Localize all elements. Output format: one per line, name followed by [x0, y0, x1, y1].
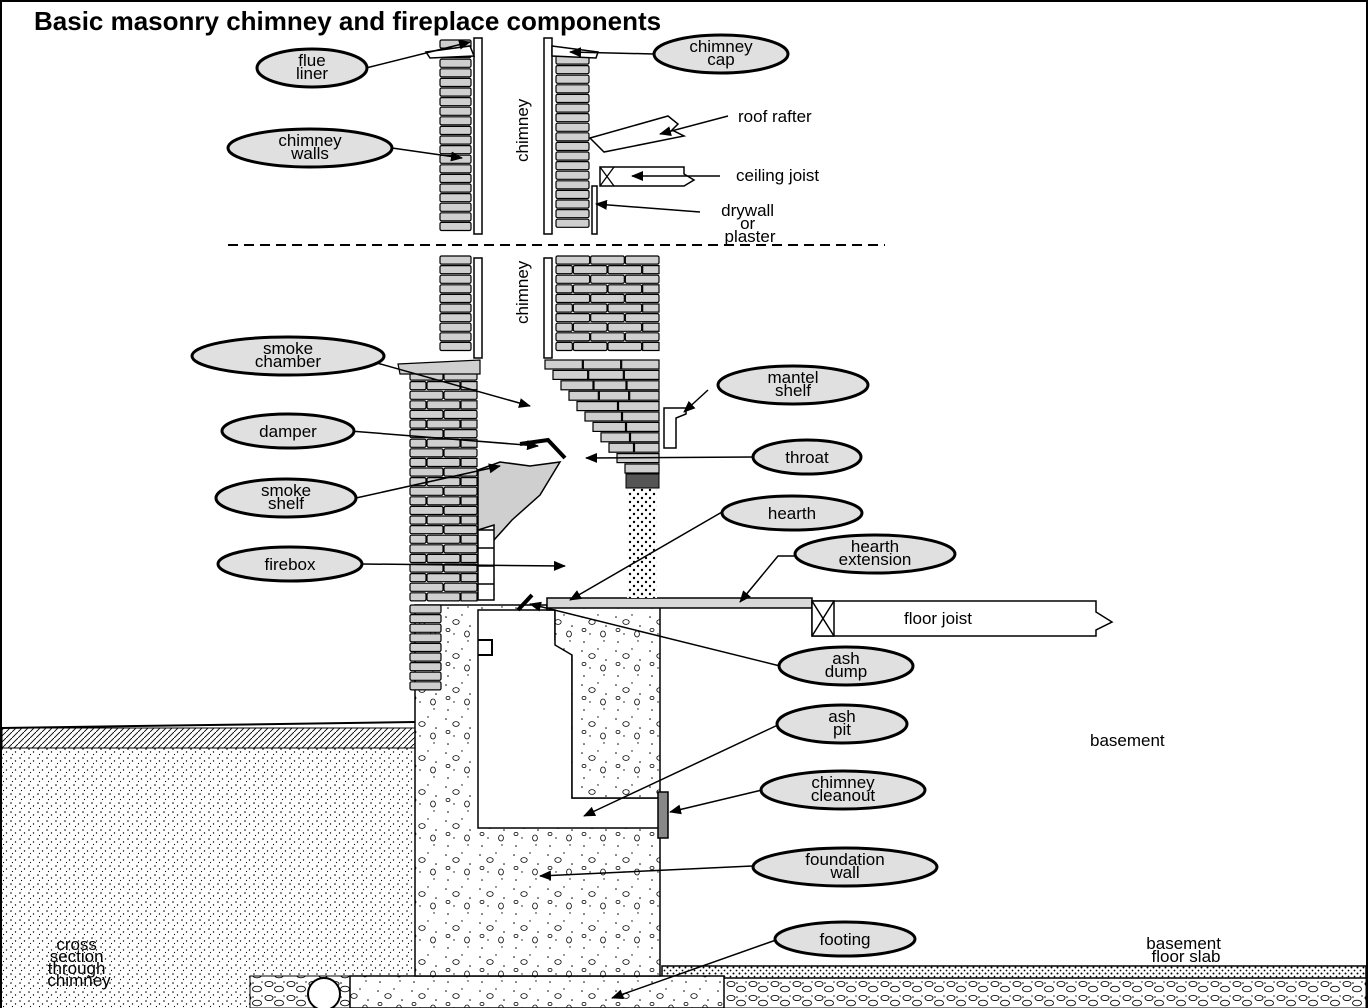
damper-plate [519, 437, 567, 460]
label-ceiling-joist: ceiling joist [736, 166, 819, 185]
masonry-bricks [397, 39, 660, 691]
label-cross-section: cross section through chimney [47, 935, 111, 990]
leader-foundation-wall [539, 865, 753, 881]
mantel-shelf-bracket [663, 407, 687, 449]
callout-damper: damper [220, 412, 356, 450]
label-roof-rafter: roof rafter [738, 107, 812, 126]
svg-text:hearth: hearth [768, 504, 816, 523]
label-basement: basement [1090, 731, 1165, 750]
svg-text:footing: footing [819, 930, 870, 949]
callout-throat: throat [751, 438, 863, 476]
leader-footing [611, 939, 777, 1000]
leader-throat [585, 452, 755, 463]
leader-mantel-shelf [683, 389, 709, 413]
label-basement-floor-slab: basement floor slab [1146, 934, 1225, 966]
grade-surface [1, 727, 416, 749]
leader-drywall [595, 199, 701, 213]
footing [349, 975, 725, 1008]
hearth-slab [546, 597, 813, 609]
label-drywall: drywall or plaster [721, 201, 779, 246]
callout-firebox: firebox [216, 545, 364, 583]
drywall-panel [591, 185, 598, 235]
floor-joist [811, 600, 1114, 637]
leader-smoke-chamber [351, 355, 531, 408]
fireplace-facing [627, 488, 657, 598]
leader-flue-liner [365, 39, 471, 69]
ash-dump-door [516, 593, 534, 612]
drain-tile [307, 977, 341, 1008]
callout-footing: footing [773, 920, 917, 958]
svg-text:firebox: firebox [264, 555, 316, 574]
leader-hearth [569, 511, 723, 601]
leader-smoke-shelf [355, 463, 501, 499]
svg-text:throat: throat [785, 448, 829, 467]
leader-hearth-extension [739, 555, 796, 603]
leader-damper [349, 430, 539, 451]
leader-roof-rafter [659, 115, 729, 137]
leader-chimney-cleanout [669, 789, 763, 815]
chimney-cleanout-door [657, 791, 669, 839]
label-floor-joist: floor joist [904, 609, 972, 628]
flue-liner-right [543, 37, 553, 235]
basement-floor-slab [661, 965, 1367, 979]
roof-rafter [588, 115, 687, 153]
hearth-support [546, 604, 661, 799]
leader-ash-pit [583, 723, 781, 817]
leader-firebox [361, 560, 566, 571]
leader-chimney-cap [569, 47, 655, 58]
callout-hearth: hearth [720, 494, 864, 532]
soil-section [2, 748, 415, 1008]
leader-chimney-walls [391, 147, 463, 162]
flue-liner-left [473, 37, 483, 235]
label-chimney-upper: chimney [513, 98, 532, 162]
diagram-title: Basic masonry chimney and fireplace comp… [34, 6, 662, 36]
label-chimney-lower: chimney [513, 260, 532, 324]
svg-text:damper: damper [259, 422, 317, 441]
leader-ash-dump [529, 601, 781, 667]
